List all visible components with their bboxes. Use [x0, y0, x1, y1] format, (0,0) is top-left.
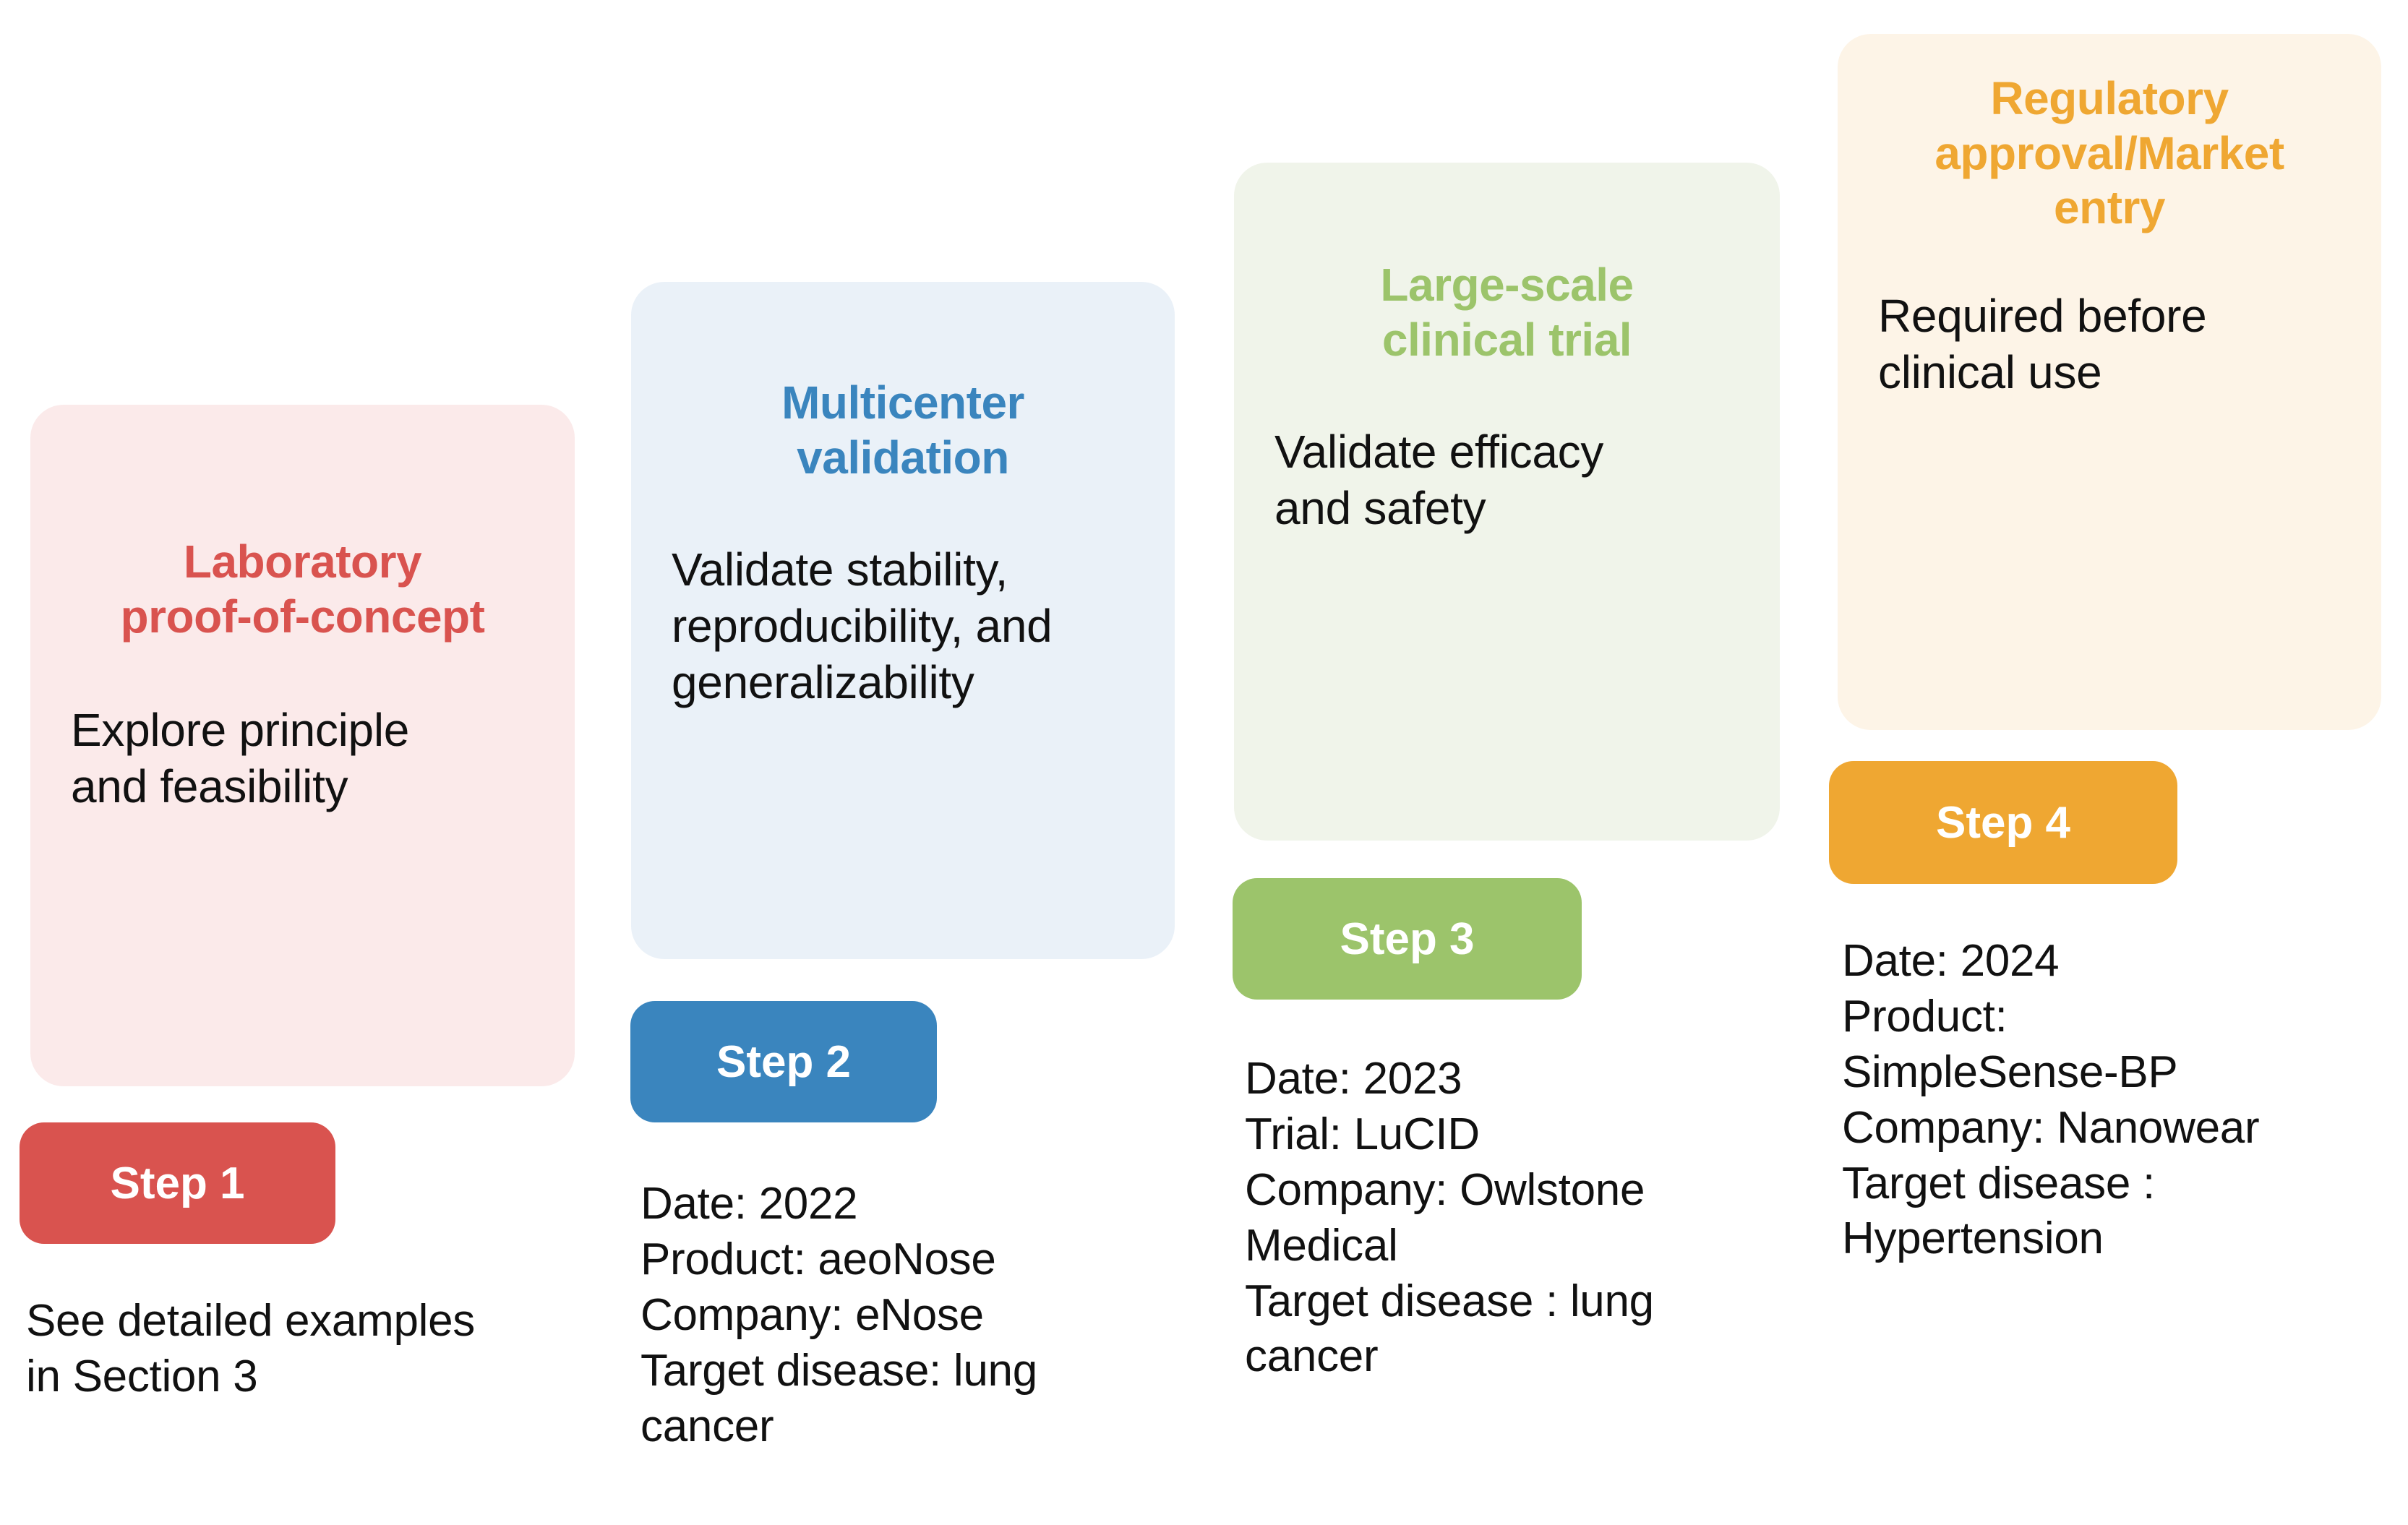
step-1-panel: Laboratory proof-of-concept Explore prin…	[30, 405, 575, 1086]
step-3-badge[interactable]: Step 3	[1233, 878, 1582, 1000]
step-4-caption: Date: 2024 Product: SimpleSense-BP Compa…	[1842, 936, 2260, 1264]
step-4-panel: Regulatory approval/Market entry Require…	[1838, 34, 2381, 730]
step-2-panel: Multicenter validation Validate stabilit…	[631, 282, 1175, 959]
step-2-description: Validate stability, reproducibility, and…	[672, 544, 1053, 709]
step-4-title: Regulatory approval/Market entry	[1934, 72, 2284, 234]
step-1-caption: See detailed examples in Section 3	[26, 1296, 475, 1401]
step-1-badge-label: Step 1	[110, 1158, 245, 1208]
step-2-caption: Date: 2022 Product: aeoNose Company: eNo…	[640, 1179, 1037, 1451]
step-1-badge[interactable]: Step 1	[20, 1122, 335, 1244]
step-3-panel: Large-scale clinical trial Validate effi…	[1234, 163, 1780, 841]
step-4-badge[interactable]: Step 4	[1829, 761, 2177, 884]
step-2-badge[interactable]: Step 2	[630, 1001, 937, 1122]
step-3-badge-label: Step 3	[1340, 914, 1475, 964]
step-3-title: Large-scale clinical trial	[1380, 259, 1634, 366]
step-1-description: Explore principle and feasibility	[71, 704, 410, 813]
step-1-title: Laboratory proof-of-concept	[120, 536, 485, 643]
step-4-description: Required before clinical use	[1878, 289, 2207, 398]
step-3-description: Validate efficacy and safety	[1274, 426, 1604, 535]
step-4-badge-label: Step 4	[1935, 797, 2071, 848]
step-2-title: Multicenter validation	[781, 377, 1024, 484]
step-2-badge-label: Step 2	[716, 1036, 852, 1087]
step-3-caption: Date: 2023 Trial: LuCID Company: Owlston…	[1245, 1054, 1654, 1382]
